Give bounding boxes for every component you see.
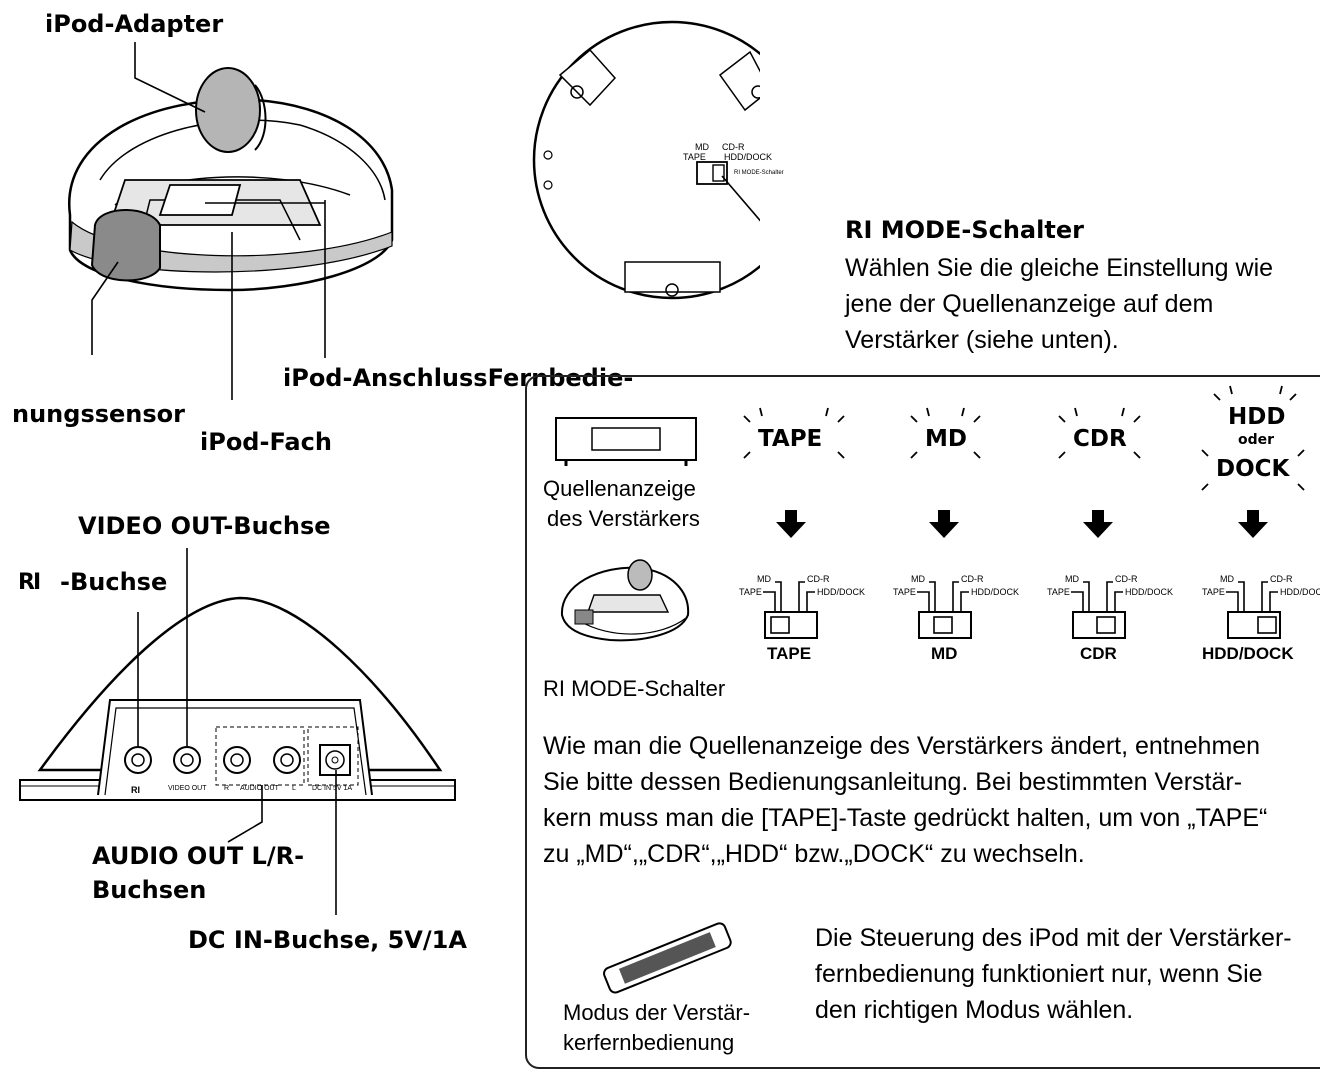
switch-diagram-md: MD CD-R TAPE HDD/DOCK MD [889, 572, 1019, 667]
ri-mode-desc-3: Verstärker (siehe unten). [845, 326, 1119, 354]
sw-hdd-setting: HDD/DOCK [1202, 644, 1294, 663]
sw-tape-hdd: HDD/DOCK [817, 587, 866, 597]
amp-label-1: Quellenanzeige [543, 476, 696, 501]
instructions-line-3: kern muss man die [TAPE]-Taste gedrückt … [543, 804, 1268, 832]
back-video-text: VIDEO OUT [168, 785, 207, 792]
bottom-switch-tape: TAPE [683, 152, 706, 162]
switch-diagram-cdr: MD CD-R TAPE HDD/DOCK CDR [1043, 572, 1173, 667]
bottom-switch-md: MD [695, 142, 709, 152]
sw-cdr-setting: CDR [1080, 644, 1117, 663]
back-ri-text: RI [131, 785, 140, 795]
switch-diagram-hdd: MD CD-R TAPE HDD/DOCK HDD/DOCK [1198, 572, 1320, 667]
sw-cdr-tape: TAPE [1047, 587, 1070, 597]
sw-tape-setting: TAPE [767, 644, 812, 663]
label-ipod-tray: iPod-Fach [200, 428, 332, 456]
sw-tape-cdr: CD-R [807, 574, 830, 584]
remote-text-3: den richtigen Modus wählen. [815, 996, 1134, 1024]
sw-hdd-md: MD [1220, 574, 1234, 584]
back-audio-l-text: L [292, 785, 296, 792]
back-view-illustration [19, 548, 456, 915]
source-display-cdr: CDR [1073, 426, 1127, 452]
sw-cdr-hdd: HDD/DOCK [1125, 587, 1174, 597]
label-remote-sensor: nungssensor [12, 400, 185, 428]
remote-text-1: Die Steuerung des iPod mit der Verstärke… [815, 924, 1292, 952]
dock-illustration [68, 42, 394, 400]
instructions-line-1: Wie man die Quellenanzeige des Verstärke… [543, 732, 1261, 760]
label-ipod-adapter: iPod-Adapter [45, 10, 224, 38]
switch-diagram-tape: MD CD-R TAPE HDD/DOCK TAPE [735, 572, 865, 667]
instructions-line-4: zu „MD“,„CDR“,„HDD“ bzw.„DOCK“ zu wechse… [543, 840, 1085, 868]
ri-mode-desc-2: jene der Quellenanzeige auf dem [845, 290, 1214, 318]
sw-md-hdd: HDD/DOCK [971, 587, 1020, 597]
settings-panel [525, 375, 1320, 1069]
sw-md-md: MD [911, 574, 925, 584]
sw-hdd-cdr: CD-R [1270, 574, 1293, 584]
back-dc-text: DC IN 5V 1A [312, 785, 353, 792]
sw-md-cdr: CD-R [961, 574, 984, 584]
label-video-out: VIDEO OUT-Buchse [78, 512, 331, 540]
amp-label-2: des Verstärkers [547, 506, 700, 531]
bottom-view-illustration [532, 20, 760, 300]
source-display-oder: oder [1238, 432, 1275, 448]
back-audio-r-text: R [224, 785, 230, 792]
remote-label-2: kerfernbedienung [563, 1030, 735, 1055]
bottom-switch-rimode: RI MODE-Schalter [734, 170, 784, 176]
ri-mode-desc-1: Wählen Sie die gleiche Einstellung wie [845, 254, 1274, 282]
label-ipod-connector: iPod-AnschlussFernbedie- [283, 364, 634, 392]
ri-logo-icon: RI [18, 570, 41, 595]
dock-label: RI MODE-Schalter [543, 676, 726, 701]
back-audio-text: AUDIO OUT [240, 785, 279, 792]
source-display-md: MD [925, 426, 967, 452]
bottom-switch-cdr: CD-R [722, 142, 745, 152]
label-ri-mode-title: RI MODE-Schalter [845, 216, 1084, 244]
label-audio-out-1: AUDIO OUT L/R- [92, 842, 305, 870]
remote-text-2: fernbedienung funktioniert nur, wenn Sie [815, 960, 1263, 988]
sw-hdd-hdd: HDD/DOCK [1280, 587, 1320, 597]
sw-hdd-tape: TAPE [1202, 587, 1225, 597]
sw-tape-tape: TAPE [739, 587, 762, 597]
sw-md-setting: MD [931, 644, 958, 663]
source-display-hdd: HDD [1228, 404, 1286, 430]
sw-md-tape: TAPE [893, 587, 916, 597]
sw-tape-md: MD [757, 574, 771, 584]
label-audio-out-2: Buchsen [92, 876, 207, 904]
remote-label-1: Modus der Verstär- [563, 1000, 751, 1025]
source-display-tape: TAPE [758, 426, 823, 452]
sw-cdr-md: MD [1065, 574, 1079, 584]
bottom-switch-hdd: HDD/DOCK [724, 152, 773, 162]
label-dc-in: DC IN-Buchse, 5V/1A [188, 926, 467, 954]
label-ri-jack: -Buchse [60, 568, 168, 596]
sw-cdr-cdr: CD-R [1115, 574, 1138, 584]
source-display-dock: DOCK [1216, 456, 1290, 482]
instructions-line-2: Sie bitte dessen Bedienungsanleitung. Be… [543, 768, 1243, 796]
